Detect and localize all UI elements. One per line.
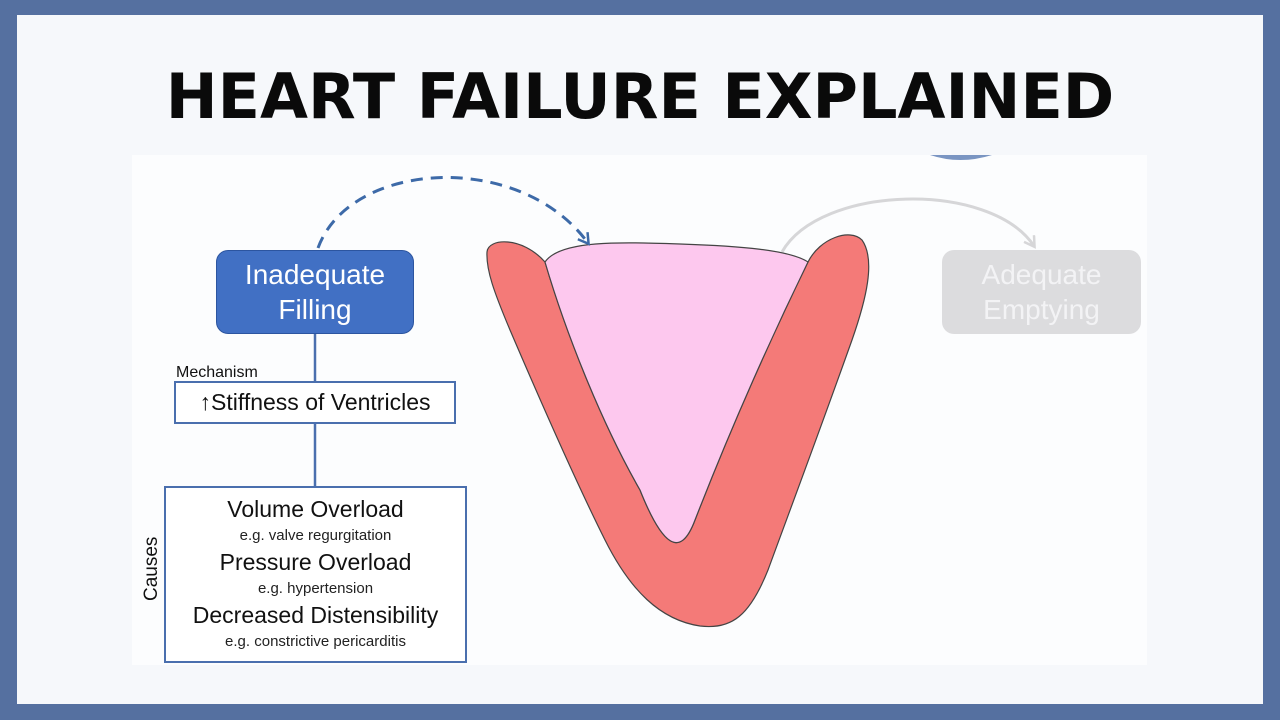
page-title: HEART FAILURE EXPLAINED — [165, 60, 1115, 133]
mechanism-label: Mechanism — [176, 364, 258, 381]
causes-label: Causes — [141, 536, 162, 601]
dashed-arrow — [316, 176, 588, 249]
adequate-emptying-box: Adequate Emptying — [942, 250, 1141, 334]
inadequate-filling-box: Inadequate Filling — [216, 250, 414, 334]
mechanism-box: ↑Stiffness of Ventricles — [174, 381, 456, 424]
cause-example: e.g. valve regurgitation — [239, 527, 392, 544]
cause-name: Volume Overload — [227, 496, 404, 522]
causes-box: Volume Overload e.g. valve regurgitation… — [164, 486, 467, 663]
faded-arrow — [780, 197, 1034, 253]
ventricle-cavity — [544, 242, 809, 544]
cause-example: e.g. hypertension — [257, 580, 374, 597]
cause-name: Pressure Overload — [219, 549, 412, 575]
partial-circle — [930, 155, 992, 160]
cause-name: Decreased Distensibility — [192, 602, 439, 628]
cause-example: e.g. constrictive pericarditis — [225, 633, 406, 650]
